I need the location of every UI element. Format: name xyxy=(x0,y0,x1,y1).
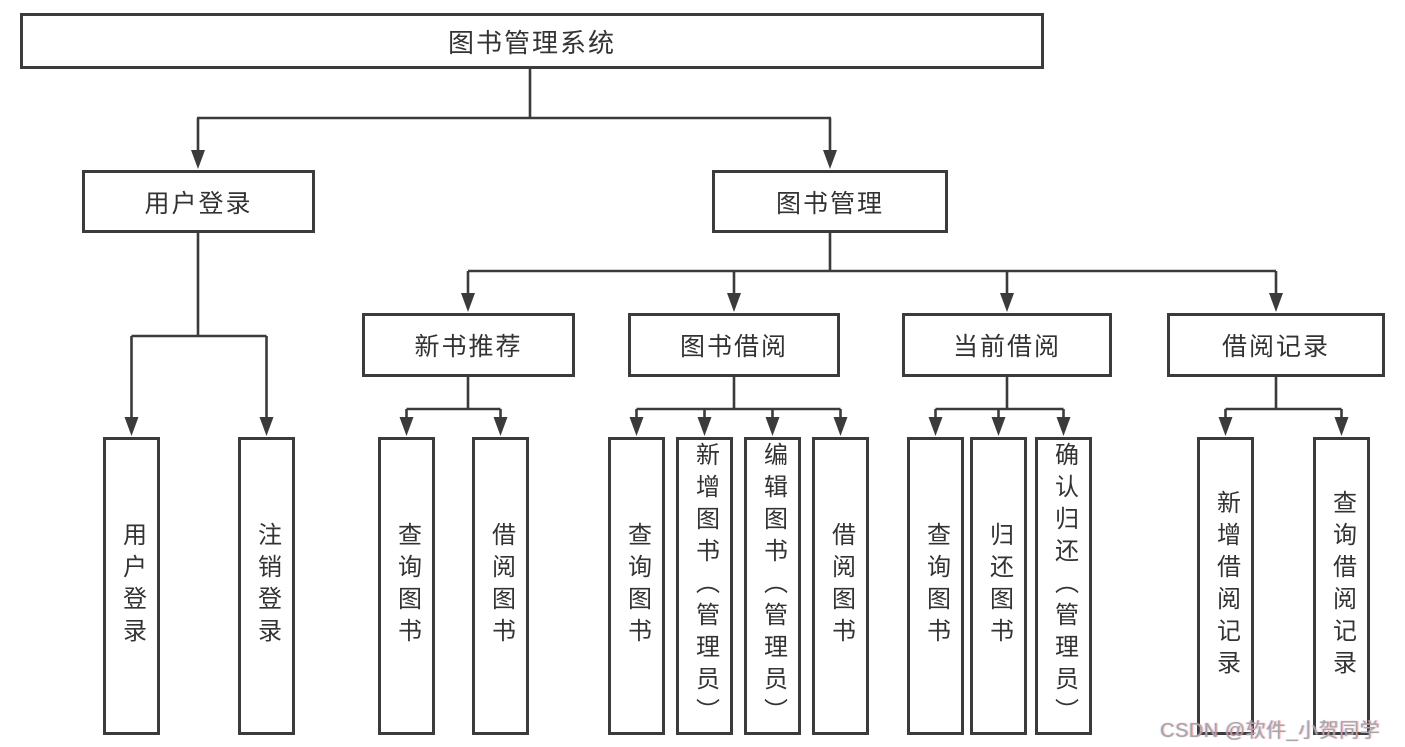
arrowhead-icon xyxy=(1000,293,1014,312)
node-label: 确认归还（管理员） xyxy=(1050,442,1078,730)
node-label: 借阅记录 xyxy=(1221,333,1330,361)
node-label: 当前借阅 xyxy=(952,333,1061,361)
node-label: 查询图书 xyxy=(393,522,421,650)
arrowhead-icon xyxy=(629,417,644,436)
arrowhead-icon xyxy=(823,150,837,169)
node-borrow-record: 借阅记录 xyxy=(1167,313,1385,377)
arrowhead-icon xyxy=(259,417,274,436)
node-label: 新增图书（管理员） xyxy=(691,442,719,730)
node-label: 图书借阅 xyxy=(679,333,788,361)
node-label: 编辑图书（管理员） xyxy=(759,442,787,730)
connector-root-to-level2 xyxy=(191,69,837,169)
leaf-borrow-books: 借阅图书 xyxy=(812,437,869,735)
arrowhead-icon xyxy=(727,293,741,312)
connector-borrow-record-children xyxy=(1218,377,1349,436)
leaf-confirm-return-admin: 确认归还（管理员） xyxy=(1035,437,1092,735)
arrowhead-icon xyxy=(1334,417,1349,436)
arrowhead-icon xyxy=(191,150,205,169)
node-book-management: 图书管理 xyxy=(712,170,948,233)
node-label: 图书管理 xyxy=(775,189,884,218)
leaf-edit-books-admin: 编辑图书（管理员） xyxy=(744,437,801,735)
leaf-logout: 注销登录 xyxy=(238,437,295,735)
arrowhead-icon xyxy=(493,417,508,436)
node-label: 查询借阅记录 xyxy=(1328,490,1356,682)
arrowhead-icon xyxy=(928,417,943,436)
connector-book-borrow-children xyxy=(629,377,848,436)
leaf-add-borrow-record: 新增借阅记录 xyxy=(1197,437,1254,735)
node-label: 借阅图书 xyxy=(487,522,515,650)
leaf-return-books: 归还图书 xyxy=(970,437,1027,735)
arrowhead-icon xyxy=(1269,293,1283,312)
arrowhead-icon xyxy=(697,417,712,436)
arrowhead-icon xyxy=(1056,417,1071,436)
connector-book-mgmt-to-level3 xyxy=(461,233,1283,312)
node-root-library-system: 图书管理系统 xyxy=(20,13,1044,69)
arrowhead-icon xyxy=(765,417,780,436)
leaf-query-borrow-record: 查询借阅记录 xyxy=(1313,437,1370,735)
node-book-borrow: 图书借阅 xyxy=(628,313,840,377)
leaf-query-books: 查询图书 xyxy=(907,437,964,735)
node-label: 查询图书 xyxy=(922,522,950,650)
node-label: 新书推荐 xyxy=(414,333,523,361)
arrowhead-icon xyxy=(399,417,414,436)
node-label: 注销登录 xyxy=(253,522,281,650)
arrowhead-icon xyxy=(1218,417,1233,436)
leaf-borrow-books: 借阅图书 xyxy=(472,437,529,735)
leaf-query-books: 查询图书 xyxy=(608,437,665,735)
node-label: 图书管理系统 xyxy=(447,27,616,58)
node-current-borrow: 当前借阅 xyxy=(902,313,1112,377)
node-label: 查询图书 xyxy=(623,522,651,650)
leaf-add-books-admin: 新增图书（管理员） xyxy=(676,437,733,735)
node-new-book-recommend: 新书推荐 xyxy=(362,313,575,377)
node-user-login: 用户登录 xyxy=(82,170,315,233)
node-label: 借阅图书 xyxy=(827,522,855,650)
leaf-user-login: 用户登录 xyxy=(103,437,160,735)
node-label: 用户登录 xyxy=(118,522,146,650)
arrowhead-icon xyxy=(833,417,848,436)
node-label: 新增借阅记录 xyxy=(1212,490,1240,682)
arrowhead-icon xyxy=(991,417,1006,436)
connector-user-login-children xyxy=(124,233,274,436)
arrowhead-icon xyxy=(461,293,475,312)
arrowhead-icon xyxy=(124,417,139,436)
node-label: 用户登录 xyxy=(144,189,253,218)
node-label: 归还图书 xyxy=(985,522,1013,650)
leaf-query-books: 查询图书 xyxy=(378,437,435,735)
csdn-watermark: CSDN @软件_小贺同学 xyxy=(1160,720,1381,742)
connector-new-book-children xyxy=(399,377,508,436)
connector-current-borrow-children xyxy=(928,377,1071,436)
